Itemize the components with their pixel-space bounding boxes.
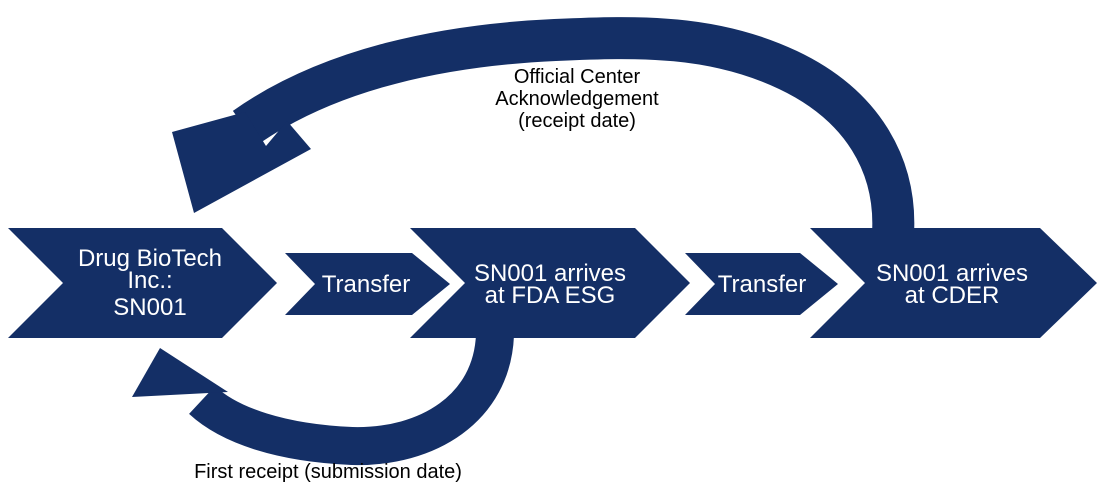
acknowledgement-arrowhead-icon — [172, 112, 311, 213]
chevron-cder-label-line2: at CDER — [905, 282, 1000, 309]
official-acknowledgement-label-line3: (receipt date) — [518, 110, 636, 132]
official-acknowledgement-label-line1: Official Center — [514, 66, 641, 88]
chevron-cder-label-line1: SN001 arrives — [876, 260, 1028, 287]
chevron-drug-biotech-label-line2: Inc.: — [127, 267, 172, 294]
chevron-fda-esg-label-line1: SN001 arrives — [474, 260, 626, 287]
official-acknowledgement-label-line2: Acknowledgement — [495, 88, 659, 110]
first-receipt-arrowhead-icon — [132, 348, 228, 397]
chevron-cder — [810, 228, 1097, 338]
chevron-transfer-2-label: Transfer — [718, 271, 806, 298]
chevron-transfer-2 — [685, 253, 838, 315]
chevron-fda-esg — [410, 228, 690, 338]
chevron-transfer-1-label: Transfer — [322, 271, 410, 298]
chevron-drug-biotech — [8, 228, 277, 338]
chevron-fda-esg-label-line2: at FDA ESG — [485, 282, 616, 309]
chevron-transfer-1 — [285, 253, 450, 315]
first-receipt-label: First receipt (submission date) — [194, 461, 462, 483]
chevron-drug-biotech-label-line3: SN001 — [113, 294, 186, 321]
chevron-drug-biotech-label-line1: Drug BioTech — [78, 245, 222, 272]
acknowledgement-arrow-band — [232, 17, 915, 236]
first-receipt-arrow-band — [189, 333, 514, 466]
